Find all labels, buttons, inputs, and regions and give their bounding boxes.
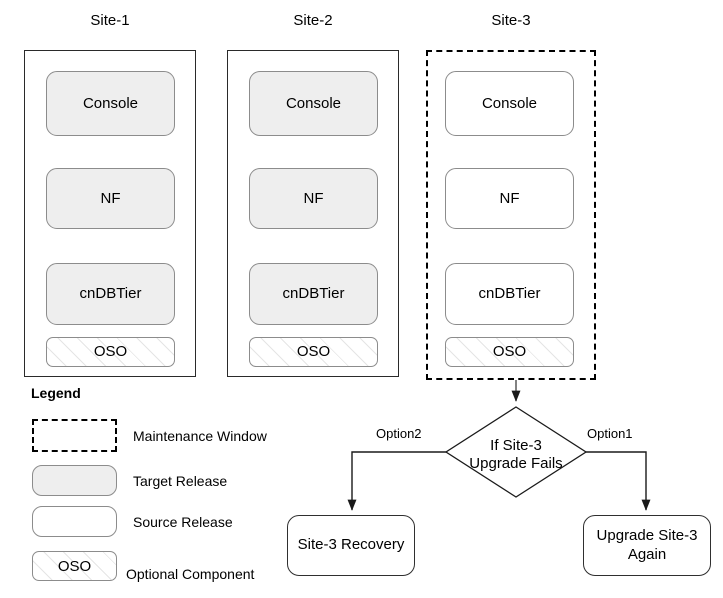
- site-2-component-console[interactable]: Console: [249, 71, 378, 136]
- site-1-component-nf[interactable]: NF: [46, 168, 175, 229]
- outcome-upgrade-site-3-again-label: Upgrade Site-3 Again: [597, 527, 698, 565]
- edge-label-option2: Option2: [376, 426, 422, 441]
- legend-swatch-optional-component: OSO: [32, 551, 117, 581]
- outcome-box-upgrade-site-3-again[interactable]: Upgrade Site-3 Again: [583, 515, 711, 576]
- site-title-1: Site-1: [90, 12, 130, 29]
- legend-swatch-maintenance-window: [32, 419, 117, 452]
- site-1-component-console[interactable]: Console: [46, 71, 175, 136]
- legend-swatch-target-release: [32, 465, 117, 496]
- legend-swatch-source-release: [32, 506, 117, 537]
- site-3-component-cndbtier[interactable]: cnDBTier: [445, 263, 574, 325]
- legend-label-maintenance-window: Maintenance Window: [133, 428, 267, 444]
- edge-label-option1: Option1: [587, 426, 633, 441]
- decision-diamond: [444, 406, 588, 498]
- site-3-component-oso[interactable]: OSO: [445, 337, 574, 367]
- site-2-component-nf[interactable]: NF: [249, 168, 378, 229]
- edge-option1: [586, 451, 651, 511]
- edge-option2: [347, 451, 446, 511]
- site-1-component-cndbtier[interactable]: cnDBTier: [46, 263, 175, 325]
- decision-label: If Site-3 Upgrade Fails: [456, 437, 576, 473]
- site-2-component-oso[interactable]: OSO: [249, 337, 378, 367]
- site-title-3: Site-3: [491, 12, 531, 29]
- site-2-component-cndbtier[interactable]: cnDBTier: [249, 263, 378, 325]
- legend-title: Legend: [31, 385, 81, 401]
- decision-label-line1: If Site-3: [490, 437, 542, 454]
- site-3-component-nf[interactable]: NF: [445, 168, 574, 229]
- outcome-upgrade-line2: Again: [627, 545, 667, 563]
- decision-label-line2: Upgrade Fails: [469, 455, 563, 472]
- legend-label-source-release: Source Release: [133, 514, 233, 530]
- outcome-box-site-3-recovery[interactable]: Site-3 Recovery: [287, 515, 415, 576]
- site-title-2: Site-2: [293, 12, 333, 29]
- outcome-upgrade-line1: Upgrade Site-3: [596, 526, 698, 544]
- site-3-component-console[interactable]: Console: [445, 71, 574, 136]
- site-1-component-oso[interactable]: OSO: [46, 337, 175, 367]
- outcome-site-3-recovery-label: Site-3 Recovery: [297, 536, 405, 554]
- legend-label-optional-component: Optional Component: [126, 566, 255, 582]
- legend-label-target-release: Target Release: [133, 473, 228, 489]
